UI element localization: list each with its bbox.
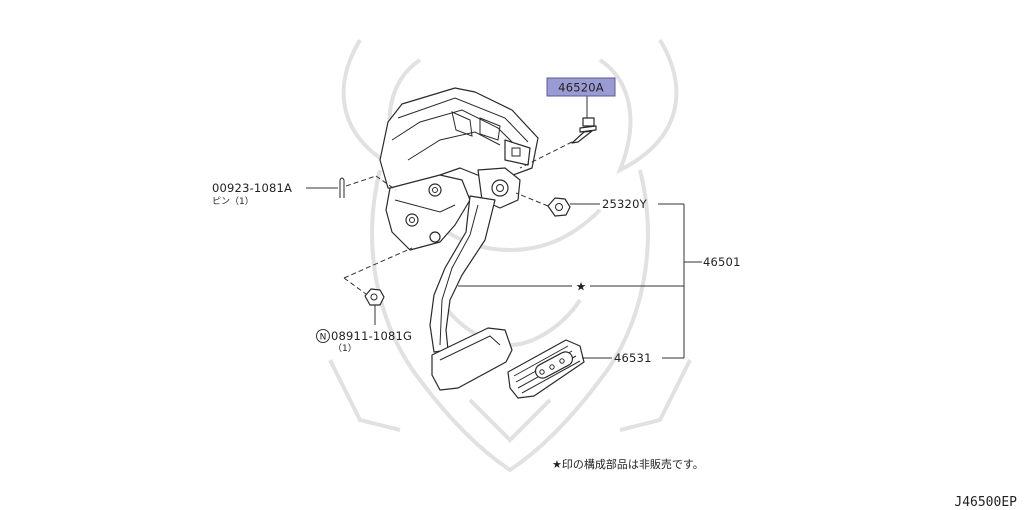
part-number-25320y[interactable]: 25320Y <box>602 197 648 211</box>
pin-clip <box>339 177 345 198</box>
part-number-00923-1081a[interactable]: 00923-1081A <box>212 181 292 195</box>
diagram-code: J46500EP <box>954 495 1017 510</box>
nut-08911 <box>364 288 385 306</box>
pin-quantity-label: ピン（1） <box>212 196 254 207</box>
part-label-highlighted[interactable]: 46520A <box>546 77 616 97</box>
part-number-08911-1081g[interactable]: 08911-1081G <box>331 329 412 343</box>
pedal-bracket <box>379 87 539 391</box>
star-mark-icon: ★ <box>576 280 587 294</box>
bolt <box>571 117 597 144</box>
n-circle-icon <box>316 329 330 343</box>
part-number-46520a[interactable]: 46520A <box>558 81 604 95</box>
nut-prefix-label: N <box>320 333 327 343</box>
leader-lines <box>306 96 702 359</box>
part-number-46531[interactable]: 46531 <box>614 351 652 365</box>
highlight-box <box>546 77 616 97</box>
part-number-46501[interactable]: 46501 <box>703 255 741 269</box>
watermark-crest-icon <box>328 38 692 473</box>
pedal-pad-rubber <box>507 339 585 399</box>
nut-part-label[interactable]: N 08911-1081G （1） <box>316 329 413 354</box>
nut-quantity-label: （1） <box>333 343 357 354</box>
nut-25320y <box>547 197 571 217</box>
non-sale-note: ★印の構成部品は非販売です。 <box>552 457 704 471</box>
